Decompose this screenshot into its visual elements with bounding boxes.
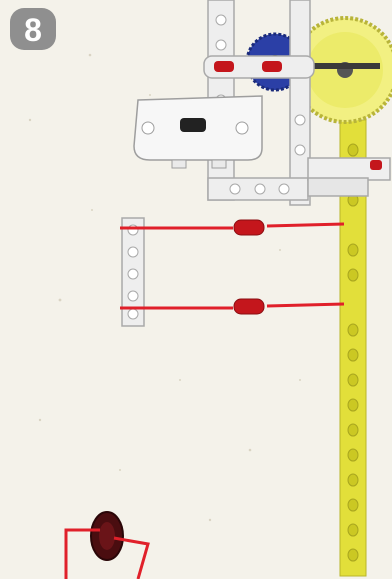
step-number: 8 [24, 12, 42, 48]
white-crossbeam [204, 56, 314, 78]
pin-icon [214, 61, 234, 72]
motor-icon [134, 96, 262, 168]
tire-icon [91, 512, 123, 560]
short-white-beam [122, 218, 144, 326]
step-badge: 8 [10, 8, 56, 50]
